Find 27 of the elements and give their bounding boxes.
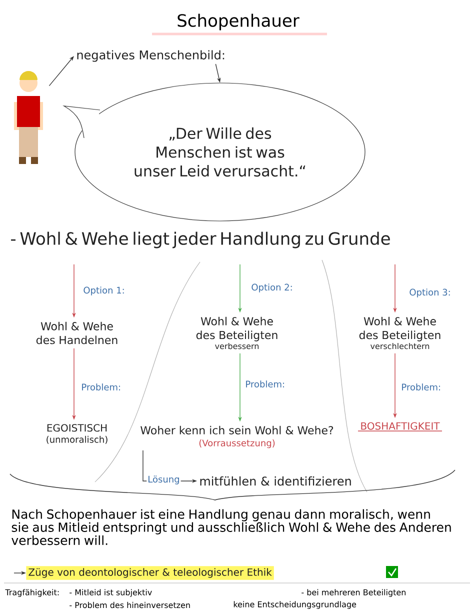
solution-text: mitfühlen & identifizieren [200, 476, 351, 486]
list-item: - bei mehreren Beteiligten [302, 589, 406, 597]
result-text: BOSHAFTIGKEIT [358, 422, 442, 432]
result-text: EGOISTISCH (unmoralisch) [46, 424, 108, 444]
picture [14, 71, 43, 164]
edge-label: Lösung [146, 474, 181, 486]
edge-label: Option 3: [408, 288, 452, 298]
heading-text: negatives Menschenbild: [77, 50, 224, 62]
speech-bubble: „Der Wille des Menschen ist was unser Leid verursacht.“ [64, 82, 366, 222]
title: Schopenhauer [178, 14, 300, 30]
edge-label: Problem: [80, 382, 122, 392]
list-item: - Mitleid ist subjektiv [70, 589, 152, 597]
option-text: Wohl & Wehe des Beteiligten verbessern [196, 316, 278, 350]
list-item: keine Entscheidungsgrundlage [234, 601, 356, 609]
row-label: Tragfähigkeit: [5, 589, 59, 597]
option-text: Wohl & Wehe des Beteiligten verschlechtern [359, 316, 440, 350]
option-text: Wohl & Wehe des Handelnen [36, 322, 118, 344]
list-item: - Problem des hineinversetzen [70, 602, 190, 608]
edge-label: Problem: [400, 382, 442, 392]
statement-text: - Wohl & Wehe liegt jeder Handlung zu Grunde [11, 232, 390, 248]
arrow [48, 56, 74, 86]
edge-label: Option 1: [82, 286, 126, 296]
edge-label: Option 2: [250, 282, 294, 294]
paragraph-text: Nach Schopenhauer ist eine Handlung genau dann moralisch, wenn sie aus Mitleid entspringt und ausschließlich Wohl & Wehe des Anderen verbessern will. [12, 509, 451, 546]
edge-label: Problem: [244, 380, 286, 388]
question-text: Woher kenn ich sein Wohl & Wehe? (Vorraussetzung) [140, 426, 334, 448]
highlighted-text: Züge von deontologischer & teleologischer Ethik [26, 566, 274, 580]
